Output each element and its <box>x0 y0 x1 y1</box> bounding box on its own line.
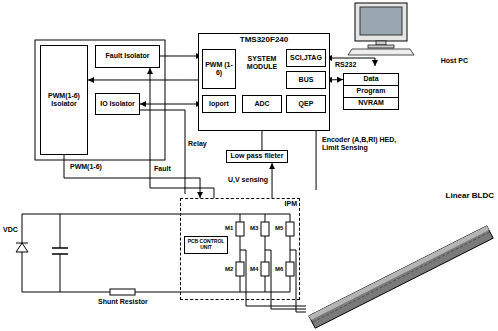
switch-label: M1 <box>225 225 233 232</box>
part-label: Shunt Resistor <box>98 298 148 306</box>
relay-wire <box>140 110 185 111</box>
signal-label: U,V sensing <box>228 176 268 184</box>
dsp-block: TMS320F240PWM (1-6) SCI,JTAG BUS Ioport ADC Q… <box>198 33 330 131</box>
isolator-box: Fault Isolator <box>95 45 160 68</box>
signal-label: Fault <box>154 165 171 173</box>
connector-label: RS232 <box>334 61 357 69</box>
transistor-symbol <box>286 222 294 236</box>
filter-box: Low pass fileter <box>226 150 288 163</box>
module-box: ADC <box>242 95 282 113</box>
switch-label: M6 <box>275 266 283 273</box>
switch-label: M2 <box>225 266 233 273</box>
transistor-symbol <box>286 262 294 276</box>
computer-icon: Host PC <box>345 2 470 66</box>
resistor-symbol <box>110 289 135 295</box>
monitor-screen <box>360 7 402 35</box>
node-text: PWM(1-6) Isolator <box>43 92 85 108</box>
diode-symbol <box>16 243 28 244</box>
node-text: IO Isolator <box>100 100 135 108</box>
node-text: Ioport <box>209 100 229 108</box>
module-box: PWM (1-6) <box>202 49 236 89</box>
node-text: Host PC <box>441 57 468 65</box>
node-text: QEP <box>299 100 314 108</box>
module-box: QEP <box>286 95 326 113</box>
node-text: BUS <box>299 76 314 84</box>
power-module: IPM PCB CONTROL UNIT <box>180 198 300 300</box>
control-unit-box: PCB CONTROL UNIT <box>184 236 228 254</box>
module-box: BUS <box>286 71 326 89</box>
supply-label: VDC <box>3 226 18 234</box>
node-text: TMS320F240 <box>240 35 288 44</box>
node-text: Program <box>357 87 386 95</box>
module-box: SCI,JTAG <box>286 49 326 67</box>
node-text: Data <box>363 75 378 83</box>
transistor-symbol <box>261 222 269 236</box>
linear-motor <box>309 226 493 328</box>
signal-connector <box>64 155 200 198</box>
switch-label: M3 <box>250 225 258 232</box>
node-text: Low pass fileter <box>231 152 284 160</box>
node-text: Linear BLDC <box>446 191 494 200</box>
signal-connector <box>140 104 202 105</box>
node-text: PWM (1-6) <box>205 61 233 77</box>
signal-label: Encoder (A,B,RI) HED, Limit Sensing <box>322 136 404 152</box>
linear-motor-magnets <box>313 232 490 322</box>
isolator-box: PWM(1-6) Isolator <box>40 45 88 155</box>
relay-wire <box>185 110 186 194</box>
module-label: SYSTEM MODULE <box>240 55 284 71</box>
module-box: Ioport <box>202 95 236 113</box>
capacitor-symbol <box>60 254 61 292</box>
node-text: ADC <box>254 100 269 108</box>
dc-source-wire <box>22 214 23 292</box>
signal-label: Relay <box>188 140 207 148</box>
transistor-symbol <box>236 222 244 236</box>
monitor-case <box>355 3 407 41</box>
linear-motor-face <box>309 226 489 320</box>
switch-label: M5 <box>275 225 283 232</box>
capacitor-symbol <box>60 214 61 248</box>
monitor-stand <box>376 41 386 45</box>
signal-connector <box>160 55 202 56</box>
dc-rail <box>22 214 290 215</box>
node-text: PCB CONTROL UNIT <box>187 239 225 251</box>
node-text: SCI,JTAG <box>290 54 322 62</box>
node-text: NVRAM <box>358 99 384 107</box>
motor-figure: Linear BLDC <box>305 190 496 328</box>
transistor-symbol <box>261 262 269 276</box>
dc-rail <box>22 292 290 293</box>
switch-label: M4 <box>250 266 258 273</box>
memory-box: NVRAM <box>343 97 399 110</box>
signal-connector <box>88 79 202 80</box>
capacitor-symbol <box>52 247 68 249</box>
signal-connector <box>272 163 273 198</box>
node-text: Fault Isolator <box>106 52 150 60</box>
keyboard <box>348 49 414 55</box>
diode-symbol <box>16 243 28 252</box>
isolator-board <box>35 40 165 160</box>
isolator-box: IO Isolator <box>95 93 140 115</box>
transistor-symbol <box>236 262 244 276</box>
phase-wire <box>290 250 306 312</box>
monitor-base <box>368 45 394 48</box>
node-text: IPM <box>285 200 297 208</box>
signal-label: PWM(1-6) <box>70 163 102 171</box>
